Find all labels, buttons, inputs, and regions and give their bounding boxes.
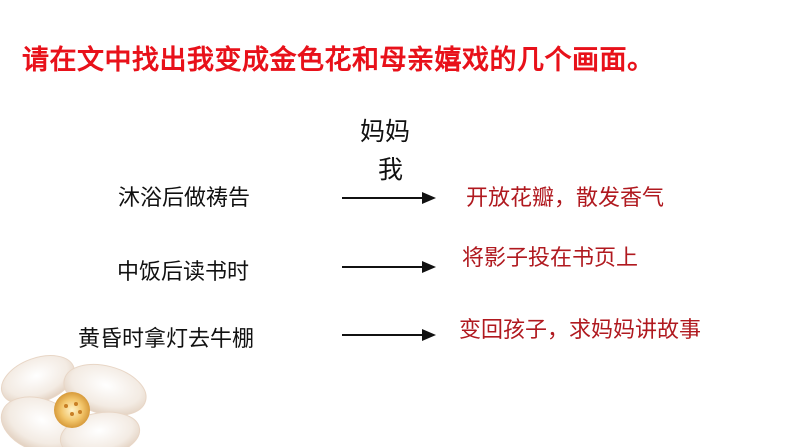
row-3-arrow	[342, 329, 436, 341]
header-mother: 妈妈	[360, 117, 411, 146]
row-2-action: 将影子投在书页上	[462, 246, 639, 271]
flower-icon	[0, 355, 147, 447]
row-2-time: 中饭后读书时	[117, 260, 250, 285]
question-title: 请在文中找出我变成金色花和母亲嬉戏的几个画面。	[22, 45, 655, 76]
row-2-arrow	[342, 261, 436, 273]
row-1-arrow	[342, 192, 436, 204]
row-3-action: 变回孩子，求妈妈讲故事	[459, 318, 702, 343]
row-1-time: 沐浴后做祷告	[118, 186, 251, 211]
row-1-action: 开放花瓣，散发香气	[466, 186, 665, 211]
row-3-time: 黄昏时拿灯去牛棚	[78, 327, 255, 352]
header-me: 我	[378, 155, 404, 184]
